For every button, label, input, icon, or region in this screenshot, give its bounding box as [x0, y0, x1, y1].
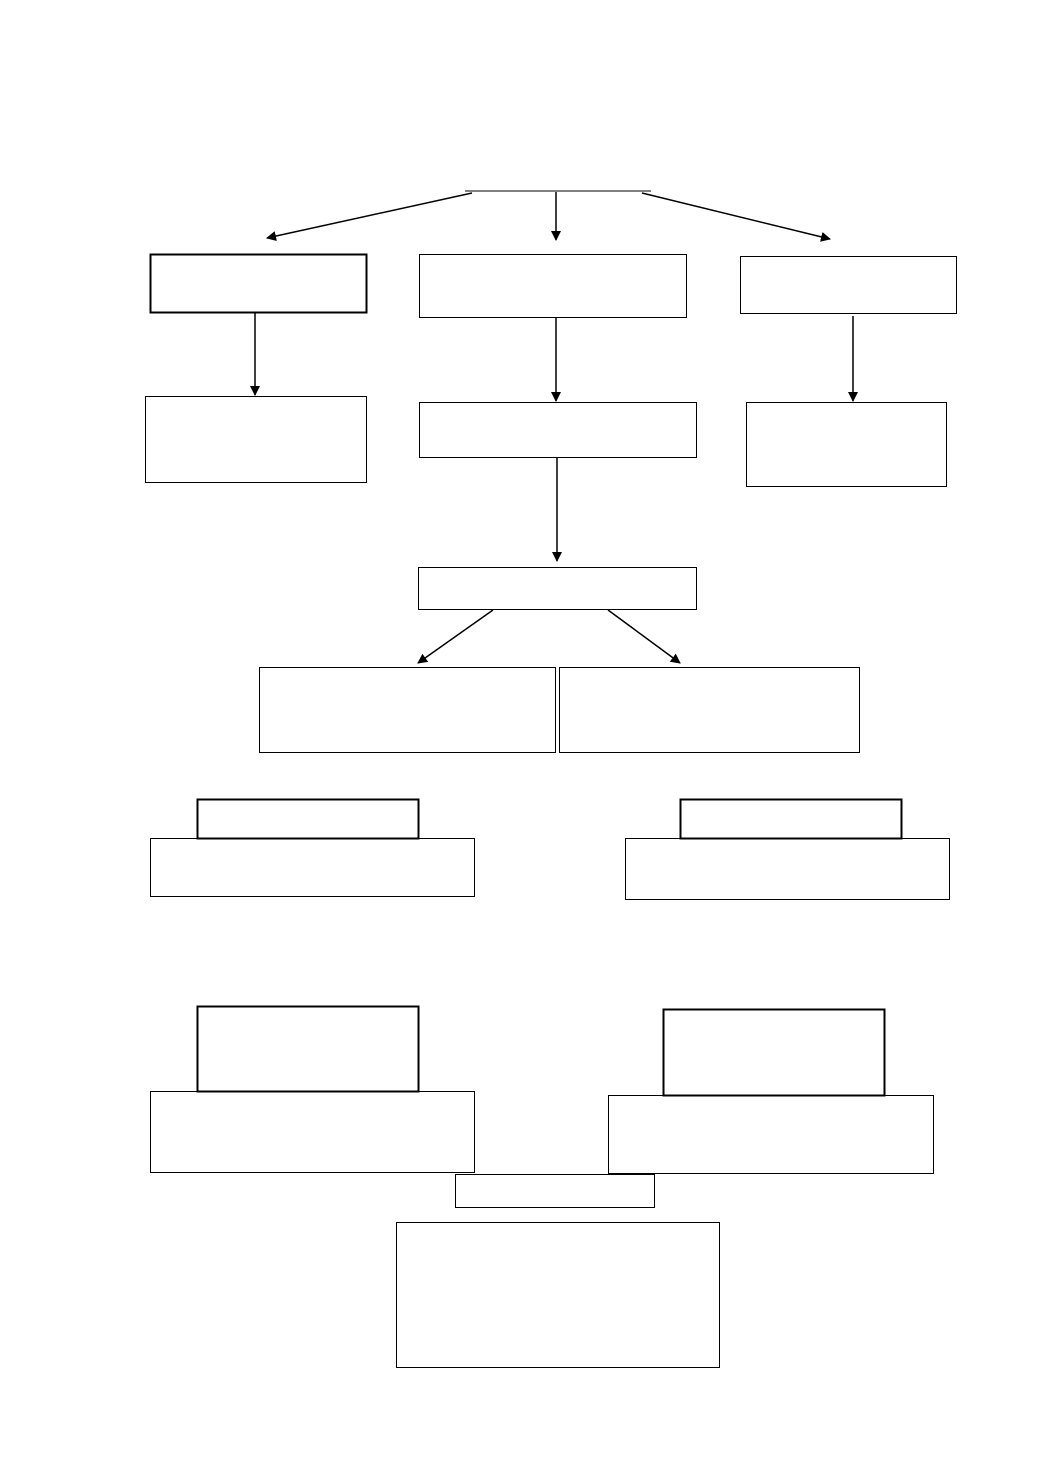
box-left-level2	[145, 396, 367, 483]
box-group-a-body	[150, 838, 475, 897]
box-final-label	[455, 1174, 655, 1208]
arrow-hub-to-left-branch	[417, 609, 494, 664]
box-left-level1	[149, 253, 368, 314]
box-right-level2	[746, 402, 947, 487]
box-branch-left	[259, 667, 556, 753]
boxes	[145, 253, 957, 1368]
box-center-level2	[419, 402, 697, 458]
box-branch-right	[559, 667, 860, 753]
box-final-body	[396, 1222, 720, 1368]
connectors	[250, 190, 858, 664]
box-hub	[418, 567, 697, 610]
box-group-d-body	[608, 1095, 934, 1174]
box-group-b-header	[679, 798, 903, 840]
box-group-d-header	[662, 1008, 886, 1097]
box-right-level1	[740, 256, 957, 314]
box-group-c-header	[196, 1005, 420, 1093]
box-center-level1	[419, 254, 687, 318]
arrow-root-to-right	[641, 192, 831, 242]
box-group-a-header	[196, 798, 420, 840]
box-group-c-body	[150, 1091, 475, 1173]
arrow-hub-to-right-branch	[607, 609, 681, 664]
arrow-root-to-left	[266, 192, 473, 241]
box-group-b-body	[625, 838, 950, 900]
